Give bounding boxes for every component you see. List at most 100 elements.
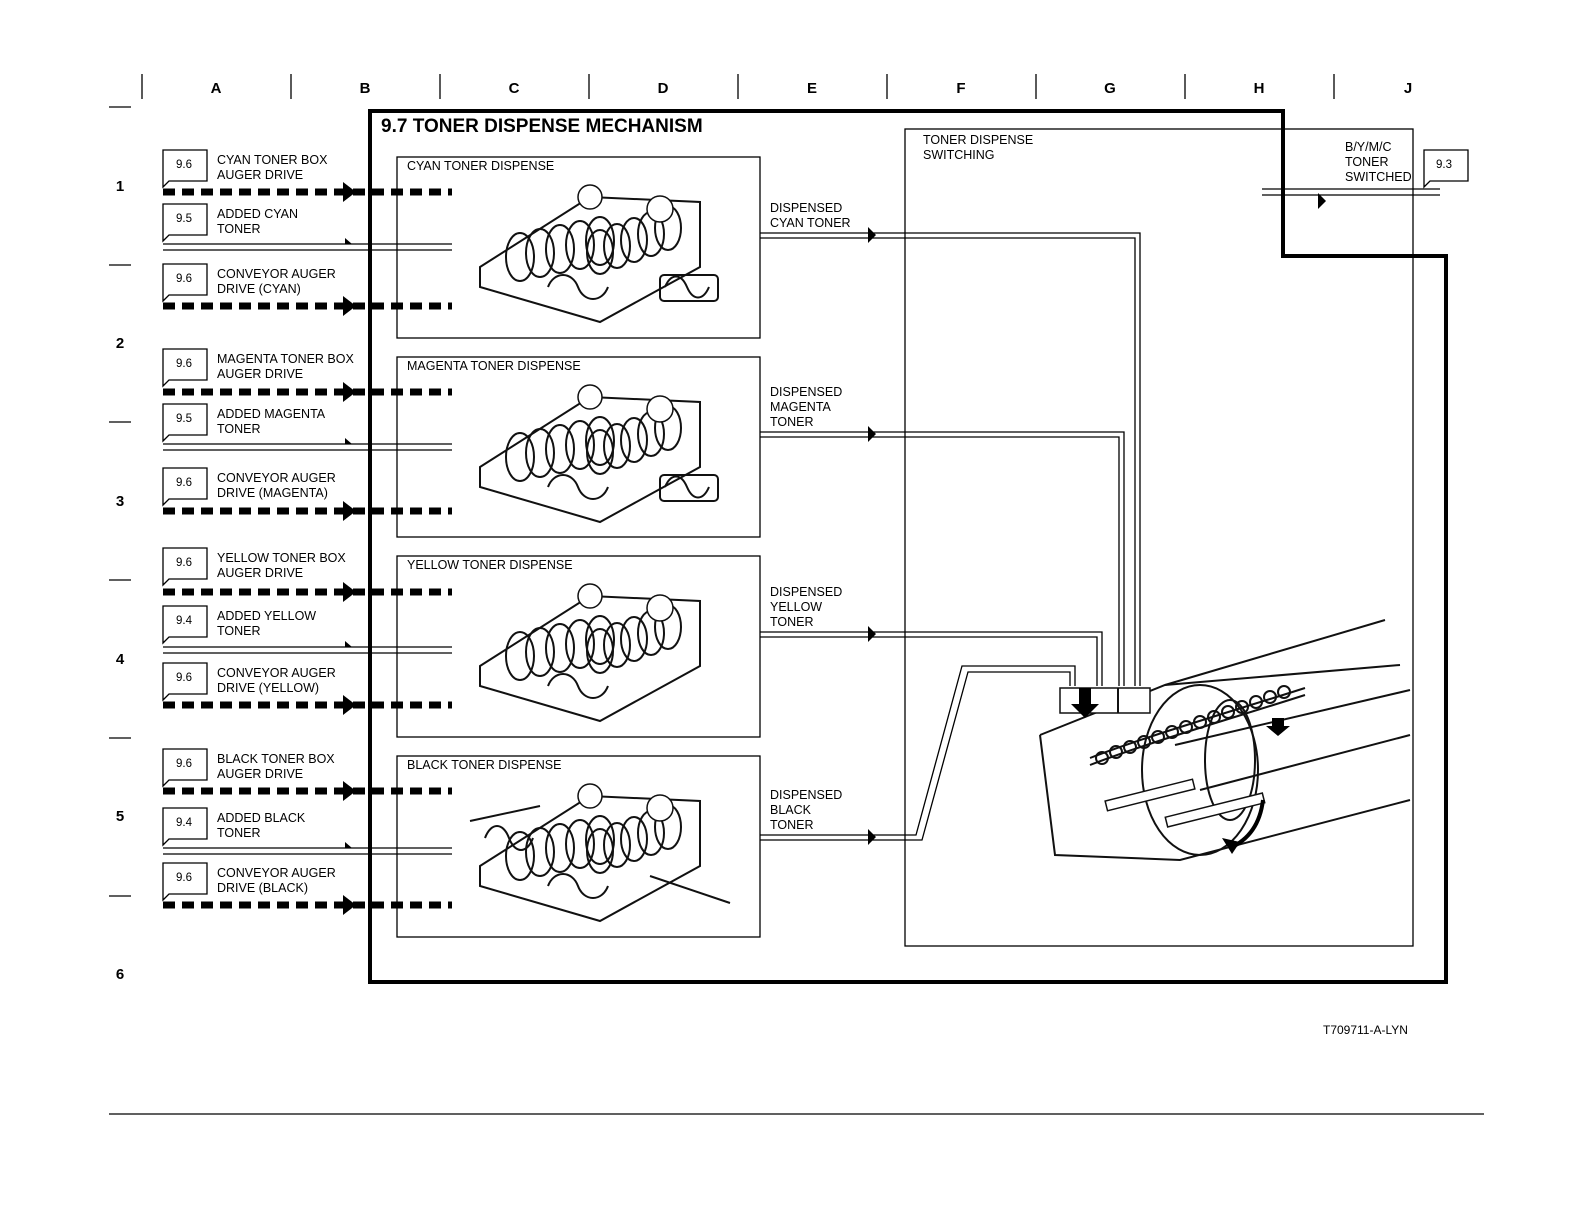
arrow-icon — [343, 296, 356, 316]
input-label-line1: CONVEYOR AUGER — [217, 866, 336, 880]
reference-box — [162, 403, 208, 443]
arrow-icon — [343, 895, 356, 915]
auger-mechanism-drawing — [479, 384, 719, 524]
input-label-line1: ADDED MAGENTA — [217, 407, 326, 421]
reference-number: 9.6 — [176, 672, 192, 684]
toner-dispense-switching-block: TONER DISPENSE SWITCHING — [904, 128, 1414, 947]
reference-number: 9.5 — [176, 413, 192, 425]
page-title: 9.7 TONER DISPENSE MECHANISM — [381, 116, 703, 137]
arrow-icon — [345, 438, 352, 444]
figure-code: T709711-A-LYN — [1323, 1023, 1408, 1037]
reference-box — [162, 748, 208, 788]
reference-box — [162, 348, 208, 388]
input-label-line2: TONER — [217, 826, 261, 840]
reference-box — [162, 149, 208, 189]
reference-box — [162, 203, 208, 243]
row-label-5: 5 — [116, 808, 124, 825]
small-arrow-icon — [1266, 718, 1290, 736]
input-label-line1: CONVEYOR AUGER — [217, 666, 336, 680]
dispense-drum-illustration — [1039, 619, 1411, 862]
reference-number: 9.6 — [176, 758, 192, 770]
input-label-line1: CYAN TONER BOX — [217, 153, 328, 167]
input-label-line2: DRIVE (BLACK) — [217, 881, 308, 895]
reference-number: 9.5 — [176, 213, 192, 225]
reference-number: 9.6 — [176, 872, 192, 884]
dispense-block-label: MAGENTA TONER DISPENSE — [407, 359, 581, 373]
column-label-f: F — [956, 80, 965, 97]
auger-coil — [1095, 685, 1291, 765]
input-label-line1: ADDED BLACK — [217, 811, 306, 825]
arrow-icon — [343, 781, 356, 801]
dispensed-cyan-label-2: CYAN TONER — [770, 216, 851, 230]
dispense-block-label: YELLOW TONER DISPENSE — [407, 558, 573, 572]
dispensed-black-label-3: TONER — [770, 818, 814, 832]
input-label-line2: DRIVE (CYAN) — [217, 282, 301, 296]
arrow-icon — [343, 582, 356, 602]
output-label-line3: SWITCHED — [1345, 170, 1412, 184]
column-label-b: B — [360, 80, 371, 97]
reference-box — [162, 807, 208, 847]
dispense-block-magenta: MAGENTA TONER DISPENSE — [396, 356, 761, 538]
column-ruler: A B C D E F G H J — [141, 74, 1412, 99]
dispensed-black-label-1: DISPENSED — [770, 788, 842, 802]
reference-box — [162, 547, 208, 587]
reference-number: 9.6 — [176, 557, 192, 569]
reference-number: 9.4 — [176, 817, 193, 829]
dispense-block-black: BLACK TONER DISPENSE — [396, 755, 761, 938]
input-label-line1: CONVEYOR AUGER — [217, 267, 336, 281]
output-switched-toner: B/Y/M/C TONER SWITCHED 9.3 — [1262, 140, 1469, 209]
reference-box — [162, 467, 208, 507]
row-label-4: 4 — [116, 651, 125, 668]
row-label-6: 6 — [116, 966, 124, 983]
row-ruler: 1 2 3 4 5 6 — [109, 106, 131, 983]
input-label-line1: MAGENTA TONER BOX — [217, 352, 354, 366]
dispensed-cyan-label-1: DISPENSED — [770, 201, 842, 215]
arrow-icon — [345, 842, 352, 848]
row-label-3: 3 — [116, 493, 124, 510]
dispense-block-cyan: CYAN TONER DISPENSE — [396, 156, 761, 339]
input-label-line2: AUGER DRIVE — [217, 767, 303, 781]
input-label-line1: CONVEYOR AUGER — [217, 471, 336, 485]
input-label-line2: TONER — [217, 624, 261, 638]
reference-box — [162, 263, 208, 303]
auger-mechanism-drawing — [469, 783, 731, 923]
reference-number: 9.6 — [176, 273, 192, 285]
input-label-line2: TONER — [217, 222, 261, 236]
column-label-h: H — [1254, 80, 1265, 97]
dispensed-magenta-label-1: DISPENSED — [770, 385, 842, 399]
input-label-line1: ADDED CYAN — [217, 207, 298, 221]
input-label-line2: AUGER DRIVE — [217, 168, 303, 182]
dispensed-magenta-label-2: MAGENTA — [770, 400, 832, 414]
reference-number: 9.6 — [176, 159, 192, 171]
row-label-1: 1 — [116, 178, 124, 195]
column-label-g: G — [1104, 80, 1116, 97]
column-label-j: J — [1404, 80, 1412, 97]
arrow-icon — [343, 695, 356, 715]
dispensed-yellow-label-3: TONER — [770, 615, 814, 629]
auger-mechanism-drawing — [479, 583, 701, 723]
reference-number: 9.6 — [176, 477, 192, 489]
dispensed-outputs: DISPENSED CYAN TONER DISPENSED MAGENTA T… — [760, 201, 1141, 845]
input-label-line1: ADDED YELLOW — [217, 609, 316, 623]
row-label-2: 2 — [116, 335, 124, 352]
input-label-line1: YELLOW TONER BOX — [217, 551, 346, 565]
arrow-icon — [343, 182, 356, 202]
reference-box — [162, 862, 208, 902]
column-label-e: E — [807, 80, 817, 97]
down-arrow-icon — [1071, 688, 1099, 718]
reference-number: 9.4 — [176, 615, 193, 627]
dispense-block-label: CYAN TONER DISPENSE — [407, 159, 554, 173]
auger-mechanism-illustrations — [469, 184, 731, 923]
switching-label-line1: TONER DISPENSE — [923, 133, 1033, 147]
